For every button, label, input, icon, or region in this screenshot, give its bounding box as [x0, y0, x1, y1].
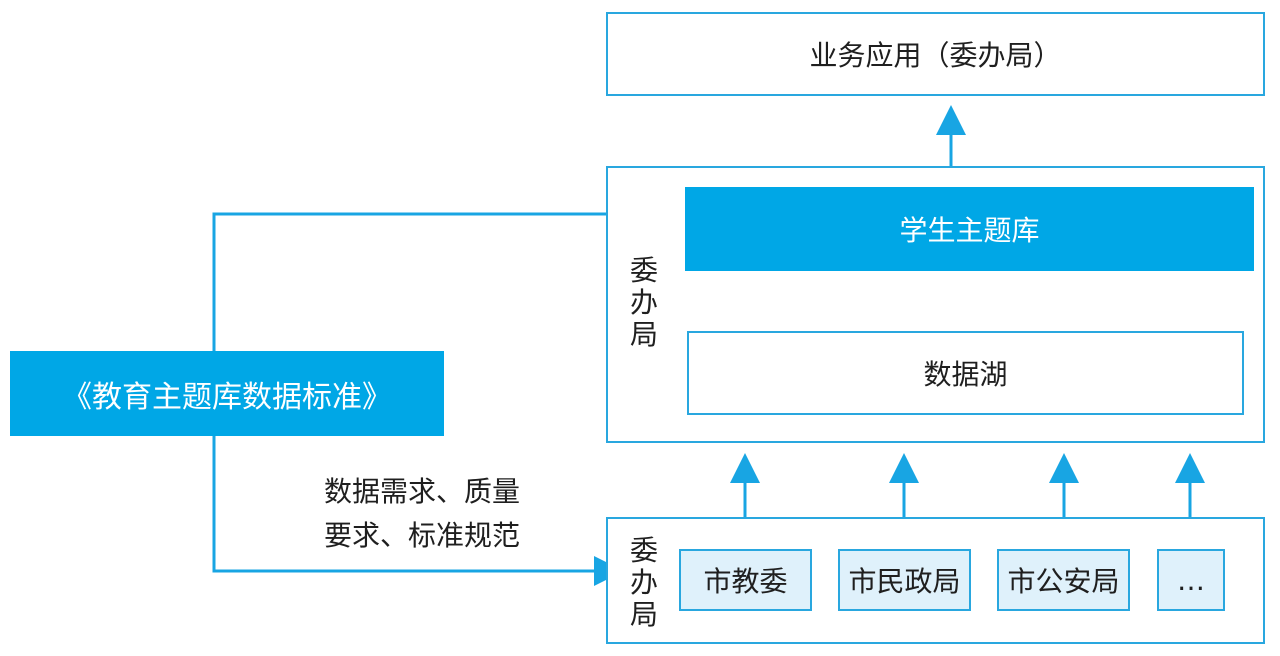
- requirements-note-line-2: 要求、标准规范: [324, 519, 521, 552]
- source-label-3: 市公安局: [1007, 565, 1120, 598]
- source-box-4: …: [1157, 549, 1225, 611]
- student-theme-db-box: 学生主题库: [685, 187, 1254, 271]
- source-label-2: 市民政局: [848, 565, 961, 598]
- lower-group-side-label: 委 办 局: [629, 534, 658, 631]
- education-standard-box: 《教育主题库数据标准》: [10, 351, 444, 436]
- source-label-1: 市教委: [703, 565, 788, 598]
- student-theme-db-label: 学生主题库: [899, 214, 1040, 247]
- source-label-4: …: [1177, 563, 1205, 597]
- requirements-note: 数据需求、质量 要求、标准规范: [324, 470, 520, 558]
- upper-group-side-label: 委 办 局: [629, 254, 658, 351]
- data-lake-label: 数据湖: [923, 358, 1008, 391]
- requirements-note-line-1: 数据需求、质量: [324, 475, 521, 508]
- source-box-3: 市公安局: [997, 549, 1130, 611]
- education-standard-label: 《教育主题库数据标准》: [62, 379, 392, 415]
- business-application-box: 业务应用（委办局）: [606, 12, 1265, 96]
- source-box-1: 市教委: [679, 549, 812, 611]
- business-application-label: 业务应用（委办局）: [809, 39, 1062, 72]
- source-box-2: 市民政局: [838, 549, 971, 611]
- data-lake-box: 数据湖: [687, 331, 1244, 415]
